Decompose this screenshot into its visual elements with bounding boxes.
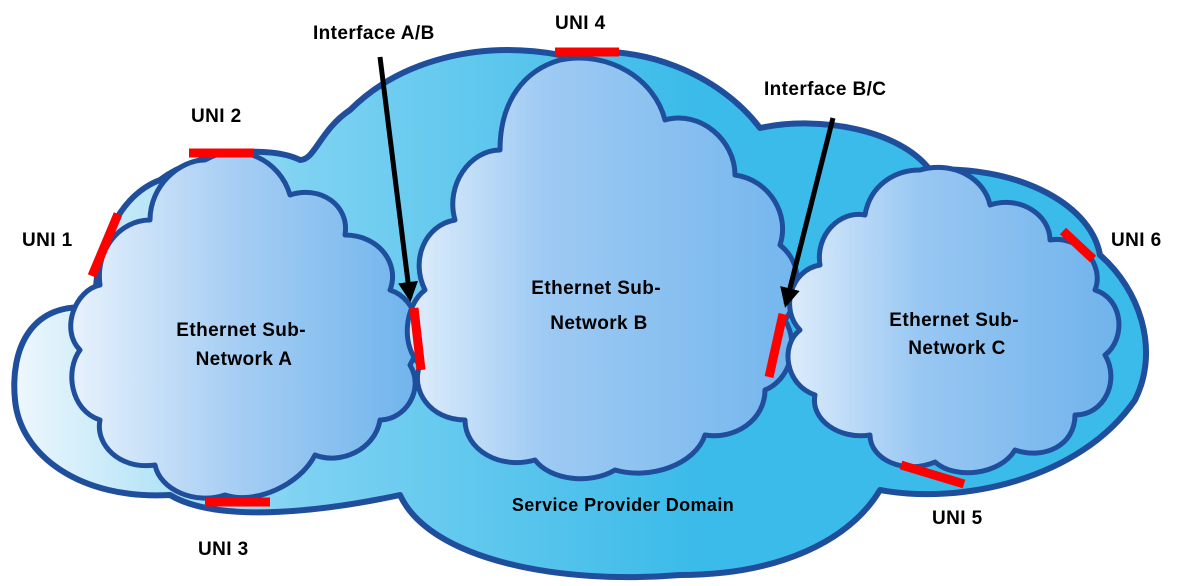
subnetwork-b-line2: Network B [550, 313, 648, 334]
interface-bc-label: Interface B/C [764, 79, 886, 100]
subnetwork-c-line1: Ethernet Sub- [889, 310, 1019, 331]
interface-ab-arrow [377, 56, 418, 302]
subnetwork-a-line2: Network A [196, 349, 293, 370]
subnetwork-b-label: Ethernet Sub- Network B [531, 278, 666, 334]
domain-label: Service Provider Domain [512, 495, 734, 515]
uni-1-marker [87, 212, 123, 278]
subnetwork-a-line1: Ethernet Sub- [176, 320, 306, 341]
uni-4-label: UNI 4 [555, 13, 606, 34]
uni-6-marker [1059, 227, 1097, 263]
uni-5-marker [899, 460, 966, 489]
subnetwork-b-cloud [404, 55, 800, 482]
uni-3-label: UNI 3 [198, 539, 249, 560]
interface-ab-marker [409, 307, 426, 371]
uni-5-label: UNI 5 [932, 508, 983, 529]
uni-6-label: UNI 6 [1111, 230, 1162, 251]
subnetwork-b-line1: Ethernet Sub- [531, 278, 661, 299]
interface-bc-arrow [780, 117, 836, 308]
uni-1-label: UNI 1 [22, 230, 73, 251]
subnetwork-c-cloud [785, 164, 1122, 476]
interface-ab-label: Interface A/B [313, 23, 435, 44]
interface-bc-marker [764, 313, 788, 378]
subnetwork-a-label: Ethernet Sub- Network A [176, 320, 311, 370]
subnetwork-c-line2: Network C [908, 338, 1006, 359]
uni-2-label: UNI 2 [191, 106, 242, 127]
subnetwork-c-label: Ethernet Sub- Network C [889, 310, 1024, 359]
subnetwork-a-cloud [68, 149, 421, 501]
